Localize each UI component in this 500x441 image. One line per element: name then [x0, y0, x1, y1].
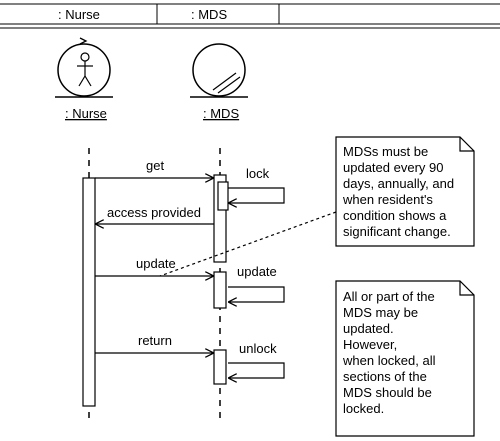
- message-unlock-label: unlock: [239, 341, 277, 356]
- header-column-mds: : MDS: [191, 7, 227, 22]
- message-update-label: update: [136, 256, 176, 271]
- header-column-nurse: : Nurse: [58, 7, 100, 22]
- nurse-lifeline-label: : Nurse: [65, 106, 107, 121]
- nurse-actor-icon: [55, 37, 113, 98]
- note-1-text: MDSs must be updated every 90 days, annu…: [343, 144, 455, 239]
- message-get-label: get: [146, 158, 164, 173]
- message-update-self-arrow: [228, 286, 285, 302]
- message-update-self-label: update: [237, 264, 277, 279]
- note-2-fold: [459, 281, 474, 296]
- note-1-anchor-line: [159, 211, 337, 277]
- mds-lock-activation: [217, 181, 229, 211]
- message-lock-label: lock: [246, 166, 270, 181]
- note-2-box: [335, 280, 475, 437]
- message-unlock-arrow: [228, 362, 285, 378]
- message-lock-arrow: [228, 187, 285, 203]
- nurse-activation-bar: [82, 177, 96, 407]
- mds-lifeline-label: : MDS: [203, 106, 239, 121]
- message-access-provided-label: access provided: [107, 205, 201, 220]
- note-1-box: [335, 136, 475, 247]
- message-return-label: return: [138, 333, 172, 348]
- mds-activation-bar-3: [213, 349, 227, 385]
- mds-activation-bar-2: [213, 271, 227, 309]
- note-2-text: All or part of the MDS may be updated. H…: [343, 289, 436, 416]
- note-1-fold: [459, 137, 474, 152]
- header-bar: : Nurse : MDS: [0, 3, 500, 29]
- mds-entity-icon: [190, 43, 248, 98]
